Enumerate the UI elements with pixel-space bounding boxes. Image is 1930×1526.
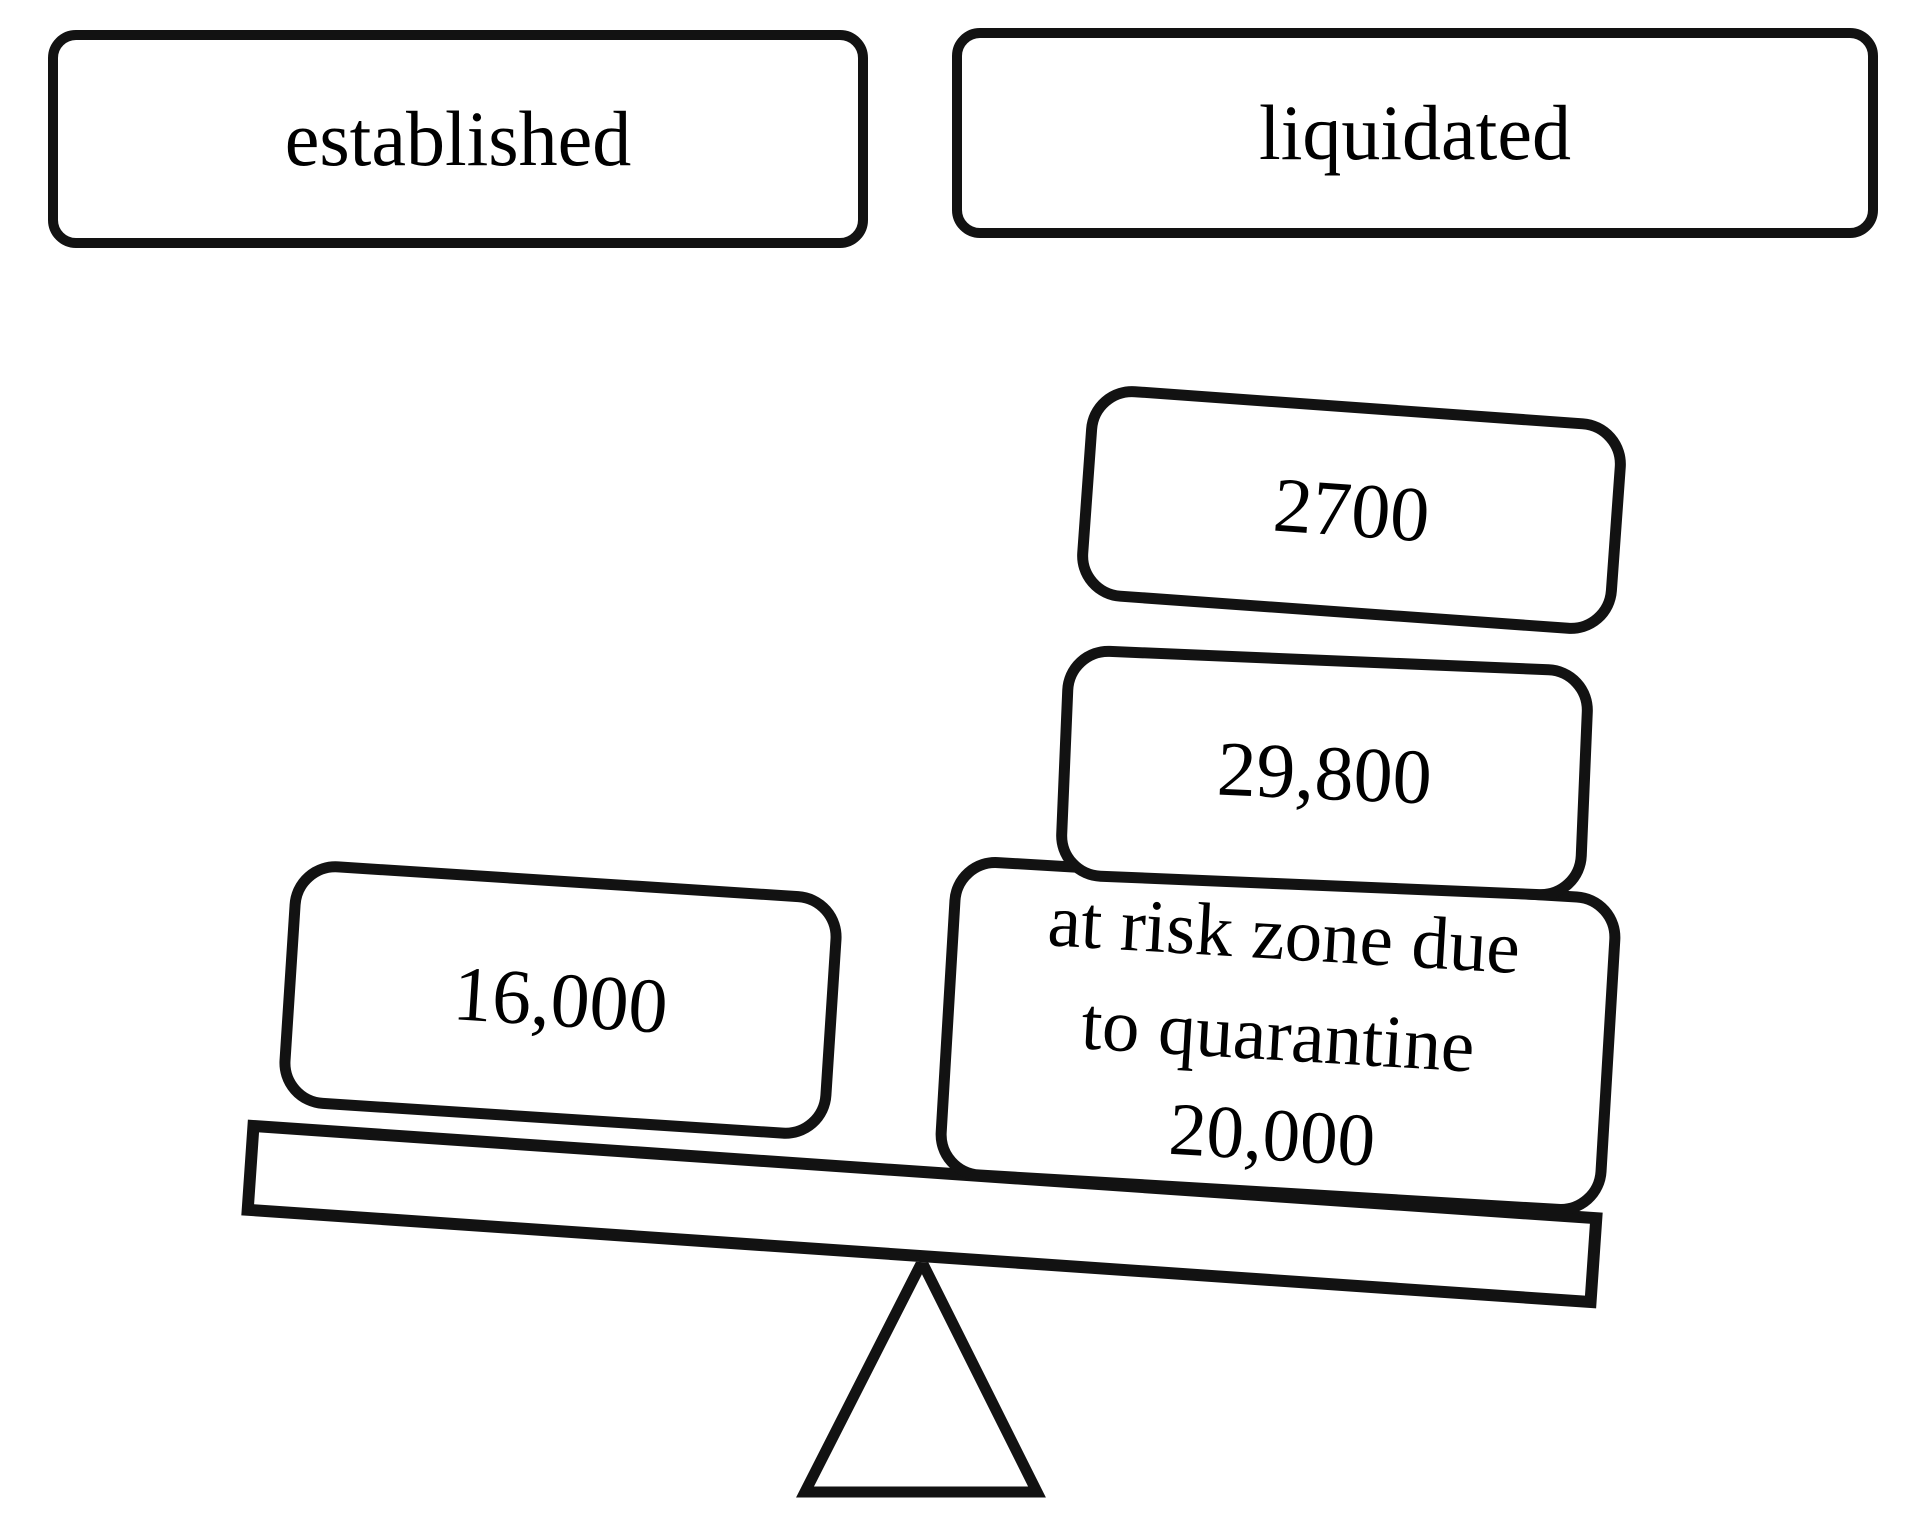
weight-label-2700: 2700 [1270, 460, 1433, 559]
established-header-box: established [48, 30, 868, 248]
established-label: established [284, 95, 632, 183]
weight-box-2700: 2700 [1073, 382, 1630, 638]
weight-label-16000: 16,000 [450, 949, 671, 1050]
weight-label-29800: 29,800 [1215, 724, 1434, 821]
liquidated-label: liquidated [1259, 89, 1571, 177]
risk-weight-box: at risk zone due to quarantine 20,000 [932, 854, 1624, 1218]
weight-box-29800: 29,800 [1054, 643, 1595, 903]
liquidated-header-box: liquidated [952, 28, 1878, 238]
weight-box-16000: 16,000 [276, 858, 845, 1142]
risk-line-3: 20,000 [1166, 1088, 1378, 1184]
fulcrum-triangle-shape [796, 1249, 1046, 1498]
